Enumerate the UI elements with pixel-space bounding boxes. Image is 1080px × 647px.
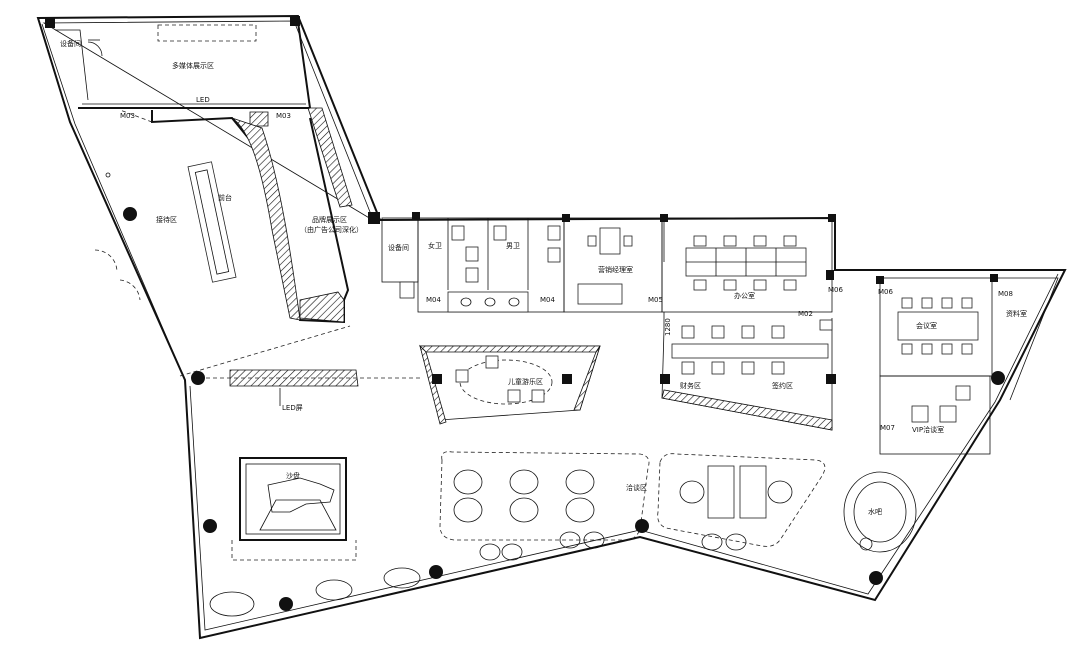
label-equipment-room-2: 设备间 (388, 243, 409, 252)
door-m04-left: M04 (426, 296, 441, 304)
label-equipment-room-1: 设备间 (60, 39, 81, 48)
water-bar-block (843, 471, 917, 553)
door-m06-a: M06 (828, 286, 843, 294)
label-finance-area: 财务区 (680, 381, 701, 390)
label-multimedia-area: 多媒体展示区 (172, 61, 214, 70)
door-m06-b: M06 (878, 288, 893, 296)
led-screen-bar (192, 369, 420, 406)
label-led-screen: LED屏 (282, 404, 303, 412)
label-vip-room: VIP洽谈室 (912, 425, 944, 434)
kids-play-block (419, 344, 601, 425)
label-brand-display-note: （由广告公司深化） (300, 225, 363, 234)
decor-oval (383, 567, 421, 589)
door-m03-left: M03 (120, 112, 135, 120)
restroom-block (381, 217, 565, 313)
label-reception-area: 接待区 (156, 215, 177, 224)
label-brand-display: 品牌展示区 (312, 215, 347, 224)
office-block (563, 217, 833, 313)
label-mens-restroom: 男卫 (506, 242, 520, 250)
room-labels: 设备间 多媒体展示区 LED 接待区 前台 品牌展示区 （由广告公司深化） 设备… (60, 39, 1027, 516)
label-archive-room: 资料室 (1006, 309, 1027, 318)
decor-oval (315, 579, 353, 601)
decor-oval (209, 591, 255, 617)
door-m03-right: M03 (276, 112, 291, 120)
label-meeting-room: 会议室 (916, 321, 937, 330)
meeting-block (879, 277, 1059, 455)
reception-zone (94, 109, 351, 377)
label-sand-table: 沙盘 (286, 471, 300, 480)
label-sales-manager-office: 营销经理室 (598, 265, 633, 274)
door-m05: M05 (648, 296, 663, 304)
door-m02: M02 (798, 310, 813, 318)
structural-columns (45, 16, 1005, 611)
label-contract-area: 签约区 (772, 381, 793, 390)
door-m04-right: M04 (540, 296, 555, 304)
finance-contract-block (661, 312, 833, 431)
label-water-bar: 水吧 (868, 507, 882, 516)
negotiation-block (439, 451, 826, 561)
door-m07: M07 (880, 424, 895, 432)
label-front-desk: 前台 (218, 193, 232, 202)
door-labels: M03 M03 M04 M04 M05 M02 M06 M06 M08 M07 … (120, 112, 1013, 432)
label-kids-play-area: 儿童游乐区 (508, 377, 543, 386)
label-led: LED (196, 96, 210, 104)
label-negotiation-area: 洽谈区 (626, 483, 647, 492)
door-m08: M08 (998, 290, 1013, 298)
multimedia-area (55, 21, 353, 208)
dimension-1280: 1280 (664, 318, 672, 336)
label-office: 办公室 (734, 291, 755, 300)
label-womens-restroom: 女卫 (428, 241, 442, 250)
sand-table-block (231, 457, 357, 561)
